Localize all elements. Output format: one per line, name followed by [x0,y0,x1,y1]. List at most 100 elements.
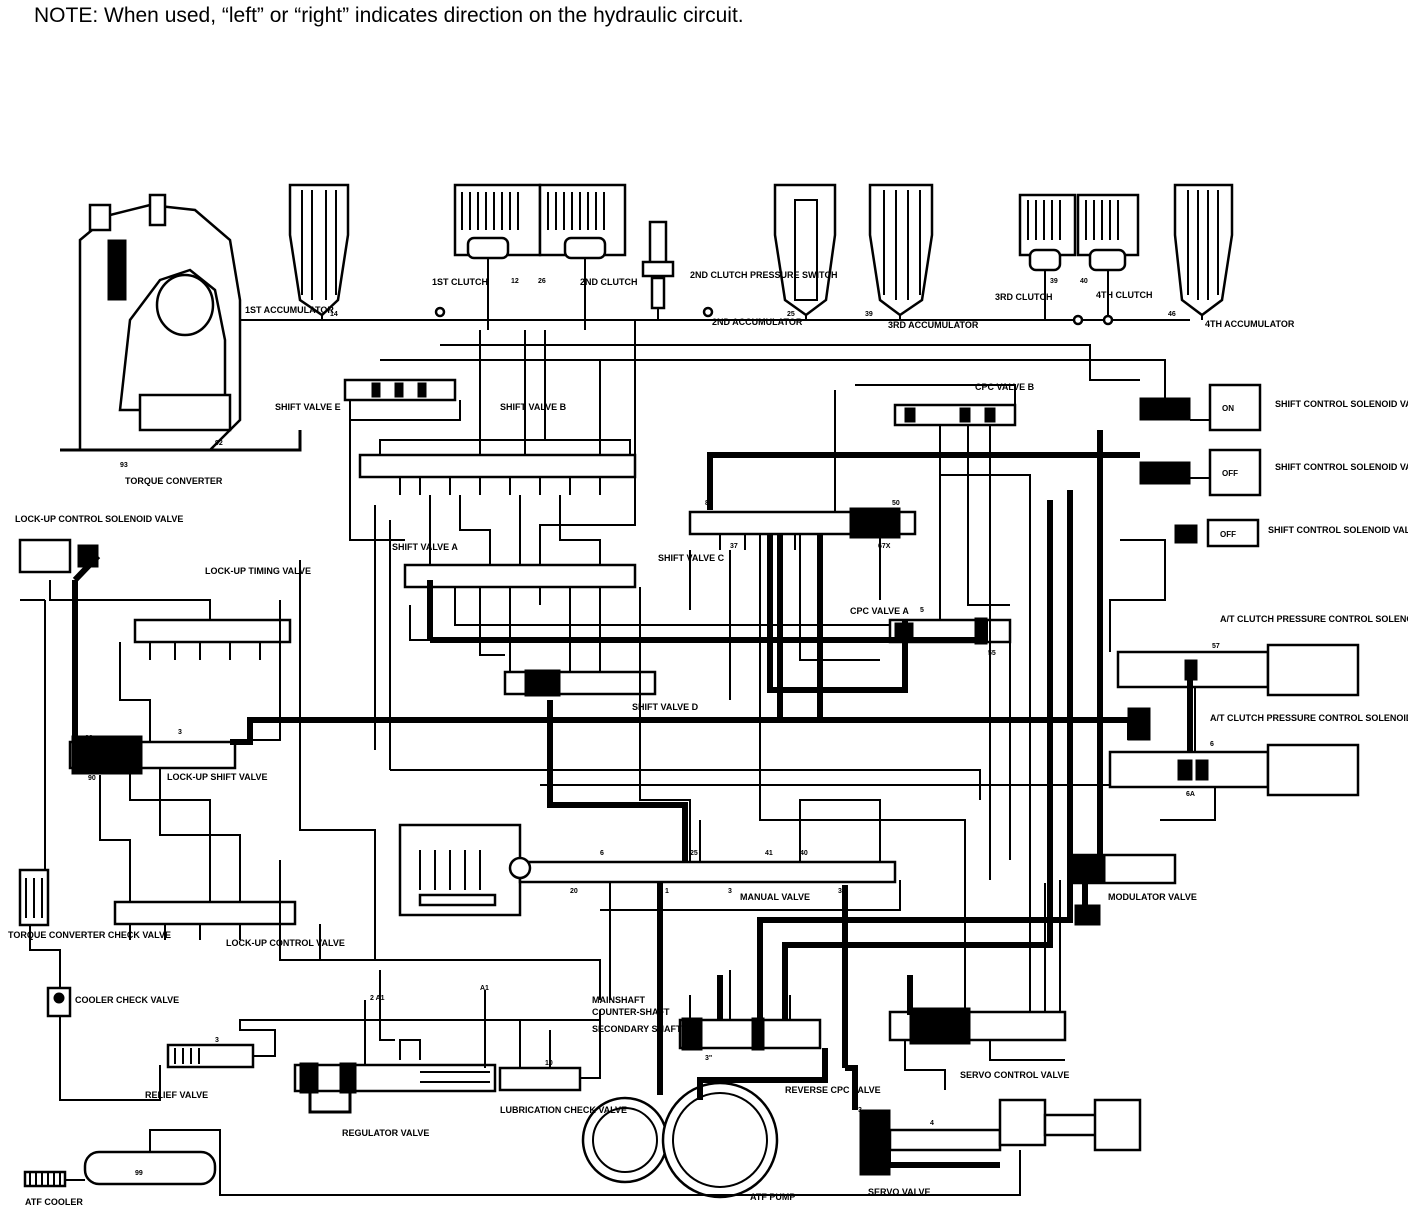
label-shift-valve-b: SHIFT VALVE B [500,402,567,412]
shift-valve-e [343,378,457,402]
reverse-cpc-valve [678,1017,822,1051]
label-shift-control-solenoid-a: SHIFT CONTROL SOLENOID VALVE A [1268,525,1408,535]
label-cooler-check-valve: COOLER CHECK VALVE [75,995,179,1005]
label-at-clutch-pc-solenoid-b: A/T CLUTCH PRESSURE CONTROL SOLENOID VAL… [1220,614,1408,624]
second-clutch [538,183,627,260]
label-reverse-cpc-valve: REVERSE CPC VALVE [785,1085,881,1095]
svg-text:67X: 67X [878,543,891,550]
label-shift-control-solenoid-b: SHIFT CONTROL SOLENOID VALVE B [1275,399,1408,409]
port-numbers: 14 12 26 25 39 39 40 46 93 92 8 37 67X 5… [85,278,1220,1177]
label-servo-control-valve: SERVO CONTROL VALVE [960,1070,1069,1080]
label-lockup-control-valve: LOCK-UP CONTROL VALVE [226,938,345,948]
svg-text:41: 41 [765,850,773,857]
svg-text:6: 6 [1210,741,1214,748]
label-shift-valve-c: SHIFT VALVE C [658,553,725,563]
svg-text:3": 3" [970,1163,977,1170]
svg-text:37: 37 [730,543,738,550]
label-shift-control-solenoid-c: SHIFT CONTROL SOLENOID VALVE C [1275,462,1408,472]
label-regulator-valve: REGULATOR VALVE [342,1128,429,1138]
torque-converter [60,193,302,452]
shift-valve-d [503,669,657,697]
label-secondary-shaft: SECONDARY SHAFT [592,1024,682,1034]
svg-text:40: 40 [800,850,808,857]
label-torque-converter: TORQUE CONVERTER [125,476,223,486]
top-pressure-line [240,258,1203,330]
note-text: NOTE: When used, “left” or “right” indic… [34,4,744,27]
svg-text:3: 3 [728,888,732,895]
label-relief-valve: RELIEF VALVE [145,1090,208,1100]
label-2nd-clutch-pressure-switch: 2ND CLUTCH PRESSURE SWITCH [690,270,838,280]
label-2nd-clutch: 2ND CLUTCH [580,277,638,287]
svg-text:3: 3 [858,1107,862,1114]
svg-text:8: 8 [705,500,709,507]
label-shift-valve-a: SHIFT VALVE A [392,542,458,552]
shift-valve-c [688,507,917,550]
label-3rd-clutch: 3RD CLUTCH [995,292,1053,302]
modulator-valve [1068,853,1177,926]
svg-text:55: 55 [988,650,996,657]
label-shift-valve-d: SHIFT VALVE D [632,702,699,712]
label-cpc-valve-b: CPC VALVE B [975,382,1035,392]
label-atf-pump: ATF PUMP [750,1192,795,1202]
label-atf-cooler: ATF COOLER [25,1197,83,1207]
svg-text:3: 3 [178,729,182,736]
svg-text:6A: 6A [1186,791,1195,798]
svg-text:2 A1: 2 A1 [370,995,385,1002]
cooler-check-valve [46,986,72,1018]
atf-pump [581,1081,779,1199]
label-manual-valve: MANUAL VALVE [740,892,810,902]
manual-valve [398,823,897,917]
label-lockup-shift-valve: LOCK-UP SHIFT VALVE [167,772,268,782]
first-accumulator [288,183,350,317]
thick-lines [72,430,1193,1168]
svg-text:12: 12 [511,278,519,285]
label-1st-clutch: 1ST CLUTCH [432,277,488,287]
svg-text:6: 6 [600,850,604,857]
component-labels: 1ST ACCUMULATOR 1ST CLUTCH 2ND CLUTCH 2N… [8,270,1408,1207]
svg-text:46: 46 [1168,311,1176,318]
shift-valve-a [403,563,637,605]
servo-valve [859,1098,1142,1176]
third-clutch [1018,193,1077,272]
svg-text:4: 4 [930,1120,934,1127]
lubrication-check-valve [498,1066,582,1092]
lockup-control-valve [113,900,297,940]
label-torque-converter-check-valve: TORQUE CONVERTER CHECK VALVE [8,930,171,940]
cpc-valve-b [893,403,1017,427]
svg-text:5: 5 [920,607,924,614]
lockup-shift-valve [68,735,237,775]
svg-text:50: 50 [892,500,900,507]
regulator-valve [293,1039,497,1114]
shift-control-solenoid-a: OFF [1174,518,1260,548]
svg-text:20: 20 [570,888,578,895]
fourth-accumulator [1173,183,1234,317]
shift-control-solenoid-c: OFF [1139,448,1262,497]
svg-text:57: 57 [1212,643,1220,650]
at-clutch-pc-solenoid-b [1116,643,1360,697]
label-1st-accumulator: 1ST ACCUMULATOR [245,305,334,315]
lockup-timing-valve [133,618,292,660]
label-4th-accumulator: 4TH ACCUMULATOR [1205,319,1295,329]
second-accumulator [773,183,837,317]
svg-text:99: 99 [135,1170,143,1177]
label-lubrication-check-valve: LUBRICATION CHECK VALVE [500,1105,627,1115]
atf-cooler [23,1150,217,1188]
svg-text:39: 39 [865,311,873,318]
relief-valve [166,1043,255,1069]
svg-text:92: 92 [215,440,223,447]
label-at-clutch-pc-solenoid-a: A/T CLUTCH PRESSURE CONTROL SOLENOID VAL… [1210,713,1408,723]
svg-text:90: 90 [88,775,96,782]
svg-text:A1: A1 [480,985,489,992]
svg-text:25: 25 [690,850,698,857]
label-countershaft: COUNTER-SHAFT [592,1007,670,1017]
label-servo-valve: SERVO VALVE [868,1187,931,1197]
svg-text:96: 96 [85,735,93,742]
shift-valve-b [358,439,637,495]
svg-text:40: 40 [1080,278,1088,285]
svg-text:25: 25 [787,311,795,318]
at-clutch-pc-solenoid-a [1108,707,1360,797]
svg-text:93: 93 [120,462,128,469]
label-4th-clutch: 4TH CLUTCH [1096,290,1153,300]
label-lockup-control-solenoid: LOCK-UP CONTROL SOLENOID VALVE [15,514,183,524]
